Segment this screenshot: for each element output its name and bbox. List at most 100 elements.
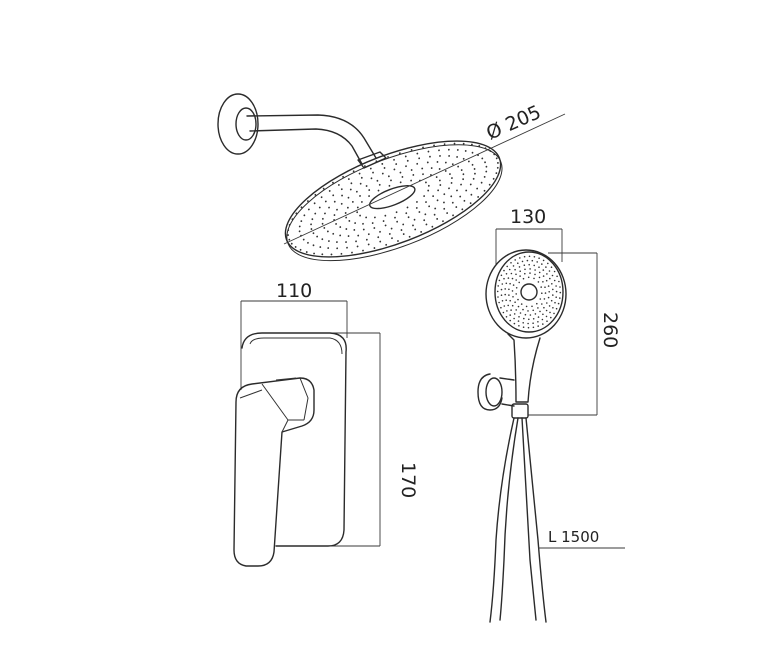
hand-nozzle-dot [509,319,512,322]
hand-nozzle-dot [559,286,561,288]
nozzle-dot [453,142,456,145]
nozzle-dot [397,240,399,242]
hand-nozzle-dot [553,312,555,315]
nozzle-dot [493,153,496,156]
nozzle-dot [463,199,466,202]
nozzle-dot [356,245,359,248]
hand-nozzle-dot [529,314,532,316]
nozzle-dot [451,201,454,204]
nozzle-dot [427,189,430,192]
nozzle-dot [408,235,411,238]
nozzle-dot [388,184,391,187]
nozzle-dot [462,173,465,176]
hand-nozzle-dot [510,272,513,275]
hand-nozzle-dot [505,273,508,275]
nozzle-dot [402,233,405,236]
nozzle-dot [413,218,416,221]
nozzle-dot [359,195,361,197]
nozzle-dot [483,189,486,192]
nozzle-dot [379,240,382,243]
nozzle-dot [306,200,309,202]
nozzle-dot [332,194,335,197]
nozzle-dot [438,179,441,182]
nozzle-dot [467,160,470,163]
nozzle-dot [357,234,360,237]
nozzle-dot [349,188,352,191]
hand-nozzle-dot [552,294,554,296]
hand-nozzle-dot [545,279,548,282]
nozzle-dot [377,236,380,239]
hand-nozzle-dot [546,320,548,323]
nozzle-dot [359,214,361,217]
hand-nozzle-dot [542,269,545,271]
hand-nozzle-dot [505,282,508,285]
nozzle-dot [294,246,297,248]
nozzle-dot [418,157,421,160]
hand-nozzle-dot [519,270,521,273]
hand-nozzle-dot [511,304,514,307]
hand-nozzle-dot [542,259,545,262]
nozzle-dot [350,182,353,185]
nozzle-dot [461,208,464,211]
nozzle-dot [474,172,476,175]
hand-nozzle-dot [529,268,531,270]
overhead-shower: Ø 205 [217,93,566,262]
nozzle-dot [388,233,391,235]
nozzle-dot [328,190,331,192]
hand-shower: 130 260 L 1500 [477,206,625,623]
hand-nozzle-dot [533,255,536,258]
nozzle-dot [418,211,421,213]
mixer-valve: 110 170 [233,280,419,567]
nozzle-dot [459,195,462,198]
nozzle-dot [395,163,398,165]
nozzle-dot [483,175,486,178]
hand-nozzle-dot [517,262,519,265]
nozzle-dot [412,224,414,227]
nozzle-dot [339,226,342,228]
nozzle-dot [438,168,441,170]
hand-nozzle-dot [523,255,526,258]
nozzle-dot [485,170,488,173]
hand-nozzle-dot [502,311,505,314]
nozzle-dot [456,156,458,158]
hand-nozzle-dot [512,284,515,286]
nozzle-dot [436,199,439,202]
hand-nozzle-dot [550,299,553,302]
hand-nozzle-dot [515,309,517,311]
hand-nozzle-dot [538,257,540,260]
nozzle-dot [345,241,347,243]
nozzle-dot [489,150,492,152]
hand-nozzle-dot [500,294,503,297]
nozzle-dot [481,157,484,160]
nozzle-dot [462,157,465,160]
hand-nozzle-dot [527,326,530,329]
hand-nozzle-dot [511,277,514,280]
nozzle-dot [428,205,431,208]
nozzle-dot [425,223,428,226]
hand-nozzle-dot [523,264,526,267]
hand-nozzle-dot [528,255,531,258]
nozzle-dot [342,175,344,178]
nozzle-dot [476,187,479,190]
hand-nozzle-dot [521,260,524,263]
mixer-width-label: 110 [276,280,312,302]
nozzle-dot [443,207,446,210]
hand-nozzle-dot [550,266,553,269]
hand-nozzle-dot [505,316,508,318]
hand-nozzle-dot [510,309,512,311]
nozzle-dot [416,201,418,203]
nozzle-dot [484,161,486,164]
nozzle-dot [471,143,473,146]
hand-nozzle-dot [496,290,499,293]
nozzle-dot [381,162,384,165]
hand-nozzle-dot [523,317,525,320]
nozzle-dot [310,228,313,230]
nozzle-dot [432,195,435,198]
hand-height-label: 260 [599,312,621,348]
nozzle-dot [422,146,424,149]
hand-nozzle-dot [527,276,530,279]
hand-nozzle-dot [529,272,531,274]
hose-length-label: L 1500 [548,528,599,546]
hand-nozzle-dot [517,298,519,301]
